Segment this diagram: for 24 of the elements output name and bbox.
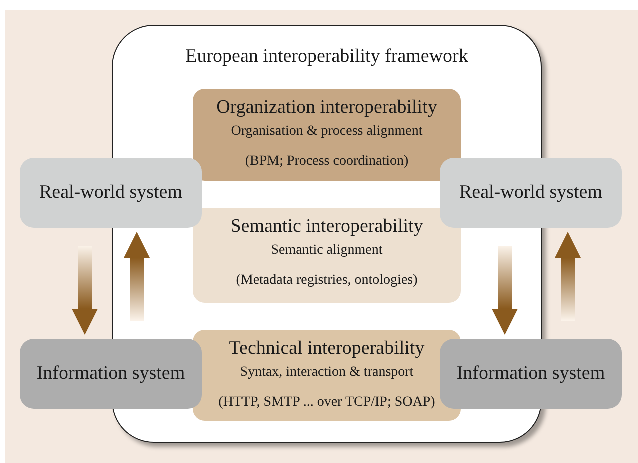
gradient-arrow — [555, 232, 581, 321]
system-label: Real-world system — [39, 182, 182, 204]
gradient-arrow — [492, 246, 518, 335]
layer-box — [193, 89, 461, 181]
layer-description: (HTTP, SMTP ... over TCP/IP; SOAP) — [218, 394, 436, 411]
layer-box — [193, 208, 461, 303]
system-label: Information system — [36, 363, 186, 385]
system-box — [440, 158, 622, 228]
layer-title: Semantic interoperability — [230, 216, 424, 238]
layer-description: Organisation & process alignment — [231, 123, 423, 140]
gradient-arrow — [72, 246, 98, 335]
system-label: Information system — [456, 363, 606, 385]
layer-description: Semantic alignment — [271, 242, 383, 259]
system-box — [440, 339, 622, 409]
system-box — [20, 339, 202, 409]
layer-description: Syntax, interaction & transport — [240, 364, 414, 381]
layer-description: (Metadata registries, ontologies) — [236, 272, 418, 289]
panel-title: European interoperability framework — [184, 46, 470, 68]
system-box — [20, 158, 202, 228]
layer-title: Technical interoperability — [229, 338, 425, 360]
system-label: Real-world system — [459, 182, 602, 204]
layer-title: Organization interoperability — [216, 97, 438, 119]
layer-description: (BPM; Process coordination) — [245, 153, 409, 170]
gradient-arrow — [124, 232, 150, 321]
